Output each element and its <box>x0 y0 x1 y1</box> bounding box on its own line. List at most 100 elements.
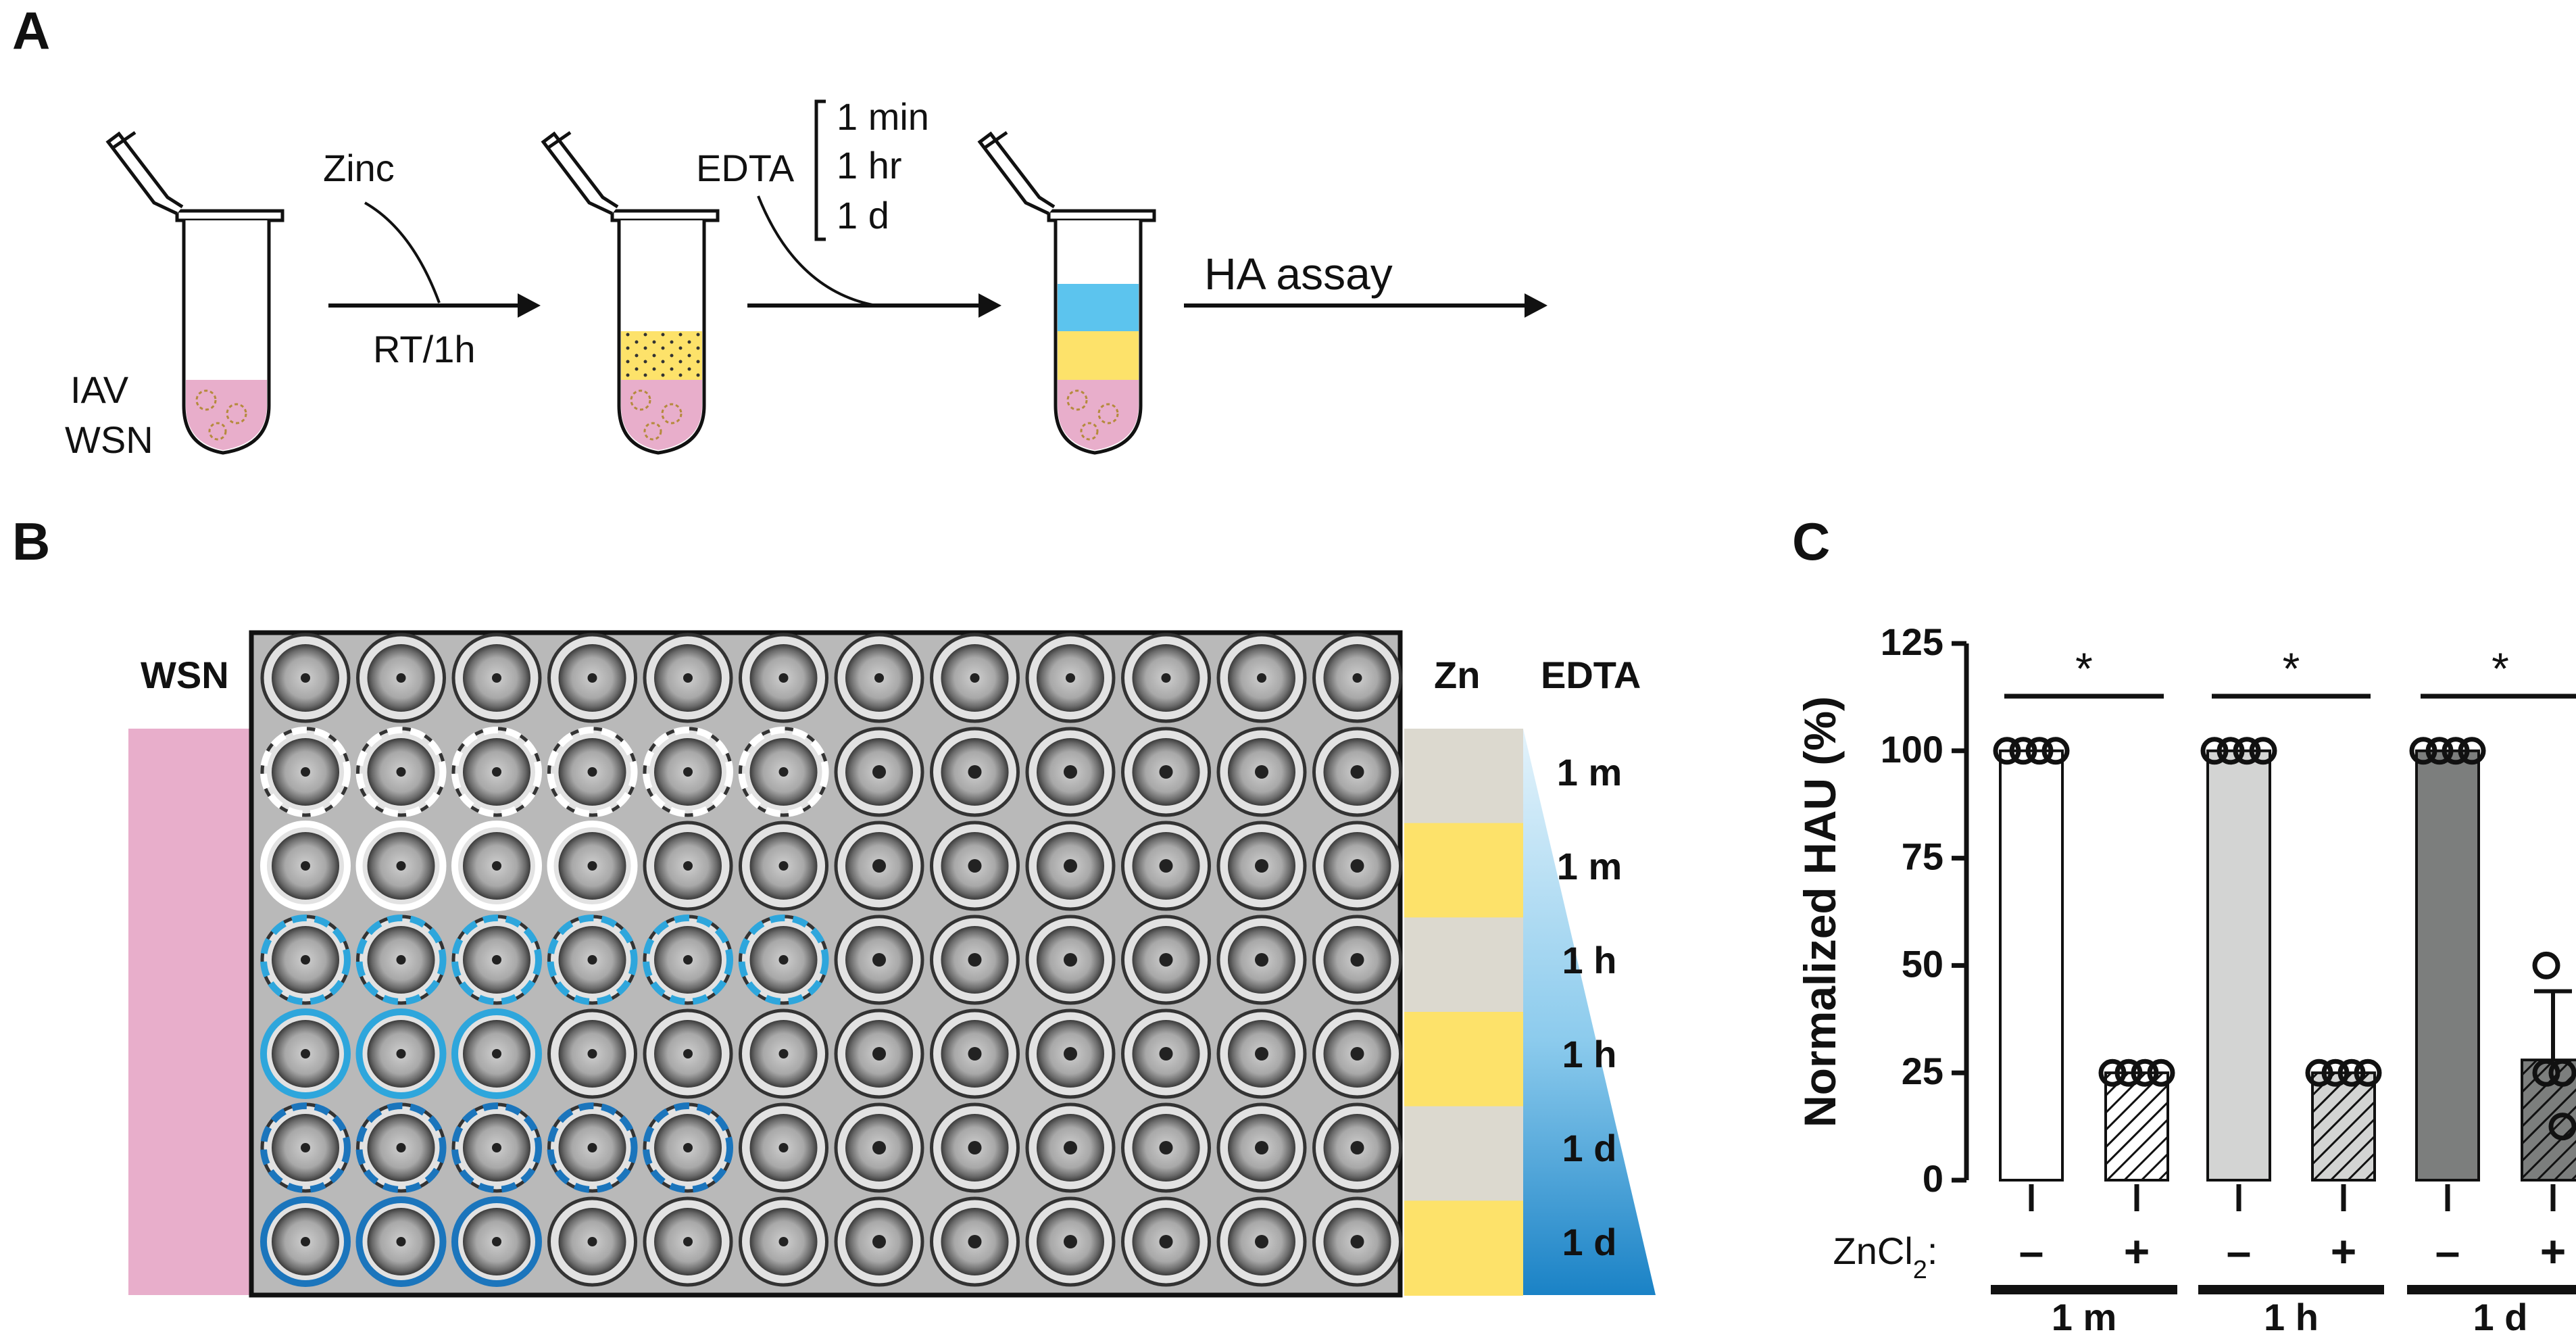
edta-row-label: 1 d <box>1562 1221 1617 1263</box>
data-point <box>2216 737 2245 765</box>
well <box>451 727 542 817</box>
well <box>356 633 446 723</box>
x-factor-label: ZnCl2: <box>1833 1230 1938 1284</box>
panel-a-label: A <box>12 1 50 60</box>
significance-star: * <box>2492 643 2509 693</box>
highlight-ring <box>547 727 638 817</box>
well <box>834 633 924 723</box>
zn-strip-segment <box>1404 1012 1523 1107</box>
well <box>1025 821 1116 911</box>
tube-3 <box>977 130 1156 455</box>
highlight-ring <box>355 727 447 817</box>
edta-row-label: 1 m <box>1557 751 1623 794</box>
highlight-ring <box>547 821 638 911</box>
y-tick-label: 25 <box>1902 1050 1943 1092</box>
data-point <box>2009 737 2037 765</box>
highlight-ring <box>451 915 542 1005</box>
well <box>1312 1008 1402 1099</box>
well <box>1312 633 1402 723</box>
well <box>834 1008 924 1099</box>
bar <box>2521 1058 2576 1182</box>
well <box>1312 1196 1402 1287</box>
well <box>1025 915 1116 1005</box>
highlight-ring <box>260 915 351 1005</box>
well <box>1121 633 1211 723</box>
well <box>260 1102 351 1193</box>
highlight-ring <box>451 1102 542 1193</box>
well <box>834 1196 924 1287</box>
data-point <box>2337 1058 2366 1087</box>
data-point <box>2041 737 2070 765</box>
edta-row-label: 1 h <box>1562 1033 1617 1075</box>
data-point <box>2249 737 2277 765</box>
highlight-ring <box>260 727 351 817</box>
highlight-ring <box>643 1102 733 1193</box>
step2-reagent: EDTA <box>696 147 795 189</box>
well <box>643 633 733 723</box>
well <box>1025 1196 1116 1287</box>
well <box>451 1196 542 1287</box>
well <box>260 727 351 817</box>
highlight-ring <box>260 1008 351 1099</box>
edta-row-label: 1 d <box>1562 1127 1617 1169</box>
well <box>1216 1196 1307 1287</box>
bar <box>1999 749 2064 1182</box>
highlight-ring <box>643 915 733 1005</box>
well <box>1216 633 1307 723</box>
wsn-strip <box>128 729 250 1295</box>
well <box>1121 1102 1211 1193</box>
significance-star: * <box>2283 643 2300 693</box>
time-1hr: 1 hr <box>837 144 902 187</box>
highlight-ring <box>451 727 542 817</box>
well-plate <box>249 630 1403 1298</box>
tube-1 <box>105 130 284 455</box>
well <box>930 727 1020 817</box>
bar <box>2311 1071 2376 1182</box>
well <box>930 1196 1020 1287</box>
significance-star: * <box>2075 643 2093 693</box>
well <box>739 633 828 723</box>
data-point <box>1993 737 2021 765</box>
well <box>1312 1102 1402 1193</box>
x-sign: + <box>2124 1226 2150 1276</box>
well <box>260 915 351 1005</box>
highlight-ring <box>355 1008 447 1099</box>
highlight-ring <box>260 821 351 911</box>
well <box>930 915 1020 1005</box>
well <box>1216 1008 1307 1099</box>
edta-row-label: 1 m <box>1557 845 1623 887</box>
highlight-ring <box>547 915 638 1005</box>
well <box>547 1196 637 1287</box>
time-1d: 1 d <box>837 194 889 237</box>
well <box>643 1196 733 1287</box>
step3-label: HA assay <box>1204 249 1393 299</box>
highlight-ring <box>260 1196 351 1287</box>
data-point <box>2131 1058 2159 1087</box>
group-label: 1 h <box>2264 1296 2319 1338</box>
data-point <box>2114 1058 2143 1087</box>
well <box>547 915 637 1005</box>
data-point <box>2548 1058 2576 1087</box>
well <box>260 633 351 723</box>
well <box>1216 1102 1307 1193</box>
well <box>834 915 924 1005</box>
data-point <box>2321 1058 2350 1087</box>
highlight-ring <box>547 1102 638 1193</box>
well <box>1312 915 1402 1005</box>
well <box>1216 727 1307 817</box>
data-point <box>2098 1058 2127 1087</box>
step1-reagent: Zinc <box>323 147 395 189</box>
x-sign: – <box>2019 1226 2044 1276</box>
y-tick-label: 125 <box>1881 620 1943 663</box>
well <box>834 1102 924 1193</box>
well <box>739 915 828 1005</box>
well <box>930 633 1020 723</box>
y-axis-label: Normalized HAU (%) <box>1795 696 1845 1127</box>
well <box>1025 727 1116 817</box>
well <box>930 821 1020 911</box>
well <box>1121 727 1211 817</box>
zn-strip <box>1404 729 1523 1296</box>
well <box>834 727 924 817</box>
well <box>643 1102 733 1193</box>
